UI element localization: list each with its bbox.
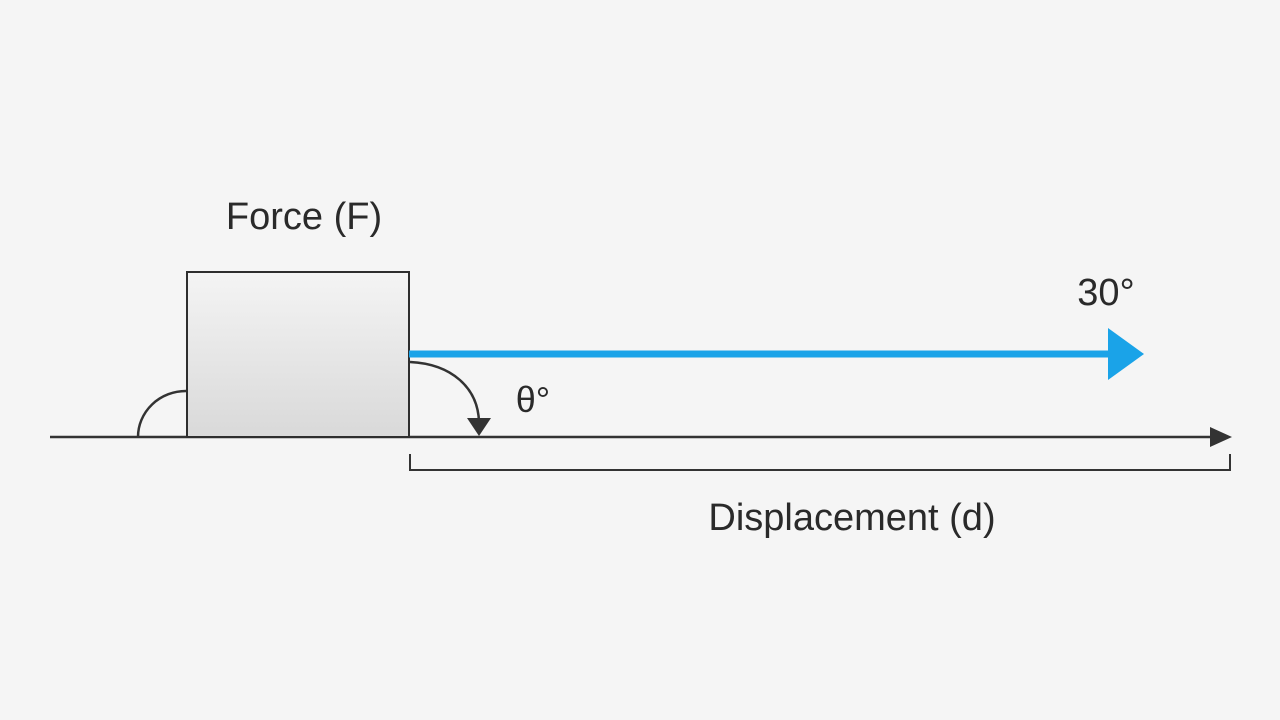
displacement-bracket [409, 454, 1231, 471]
left-arc [136, 389, 187, 438]
angle-arc-icon [409, 360, 481, 423]
axis-arrowhead-icon [1210, 427, 1232, 447]
angle-arrowhead-icon [467, 418, 491, 436]
force-arrowhead-icon [1108, 328, 1144, 380]
angle-symbol-label: θ° [516, 379, 550, 420]
angle-value-label: 30° [1077, 272, 1134, 314]
force-label: Force (F) [226, 196, 382, 238]
displacement-label: Displacement (d) [708, 497, 995, 539]
block [186, 271, 410, 438]
